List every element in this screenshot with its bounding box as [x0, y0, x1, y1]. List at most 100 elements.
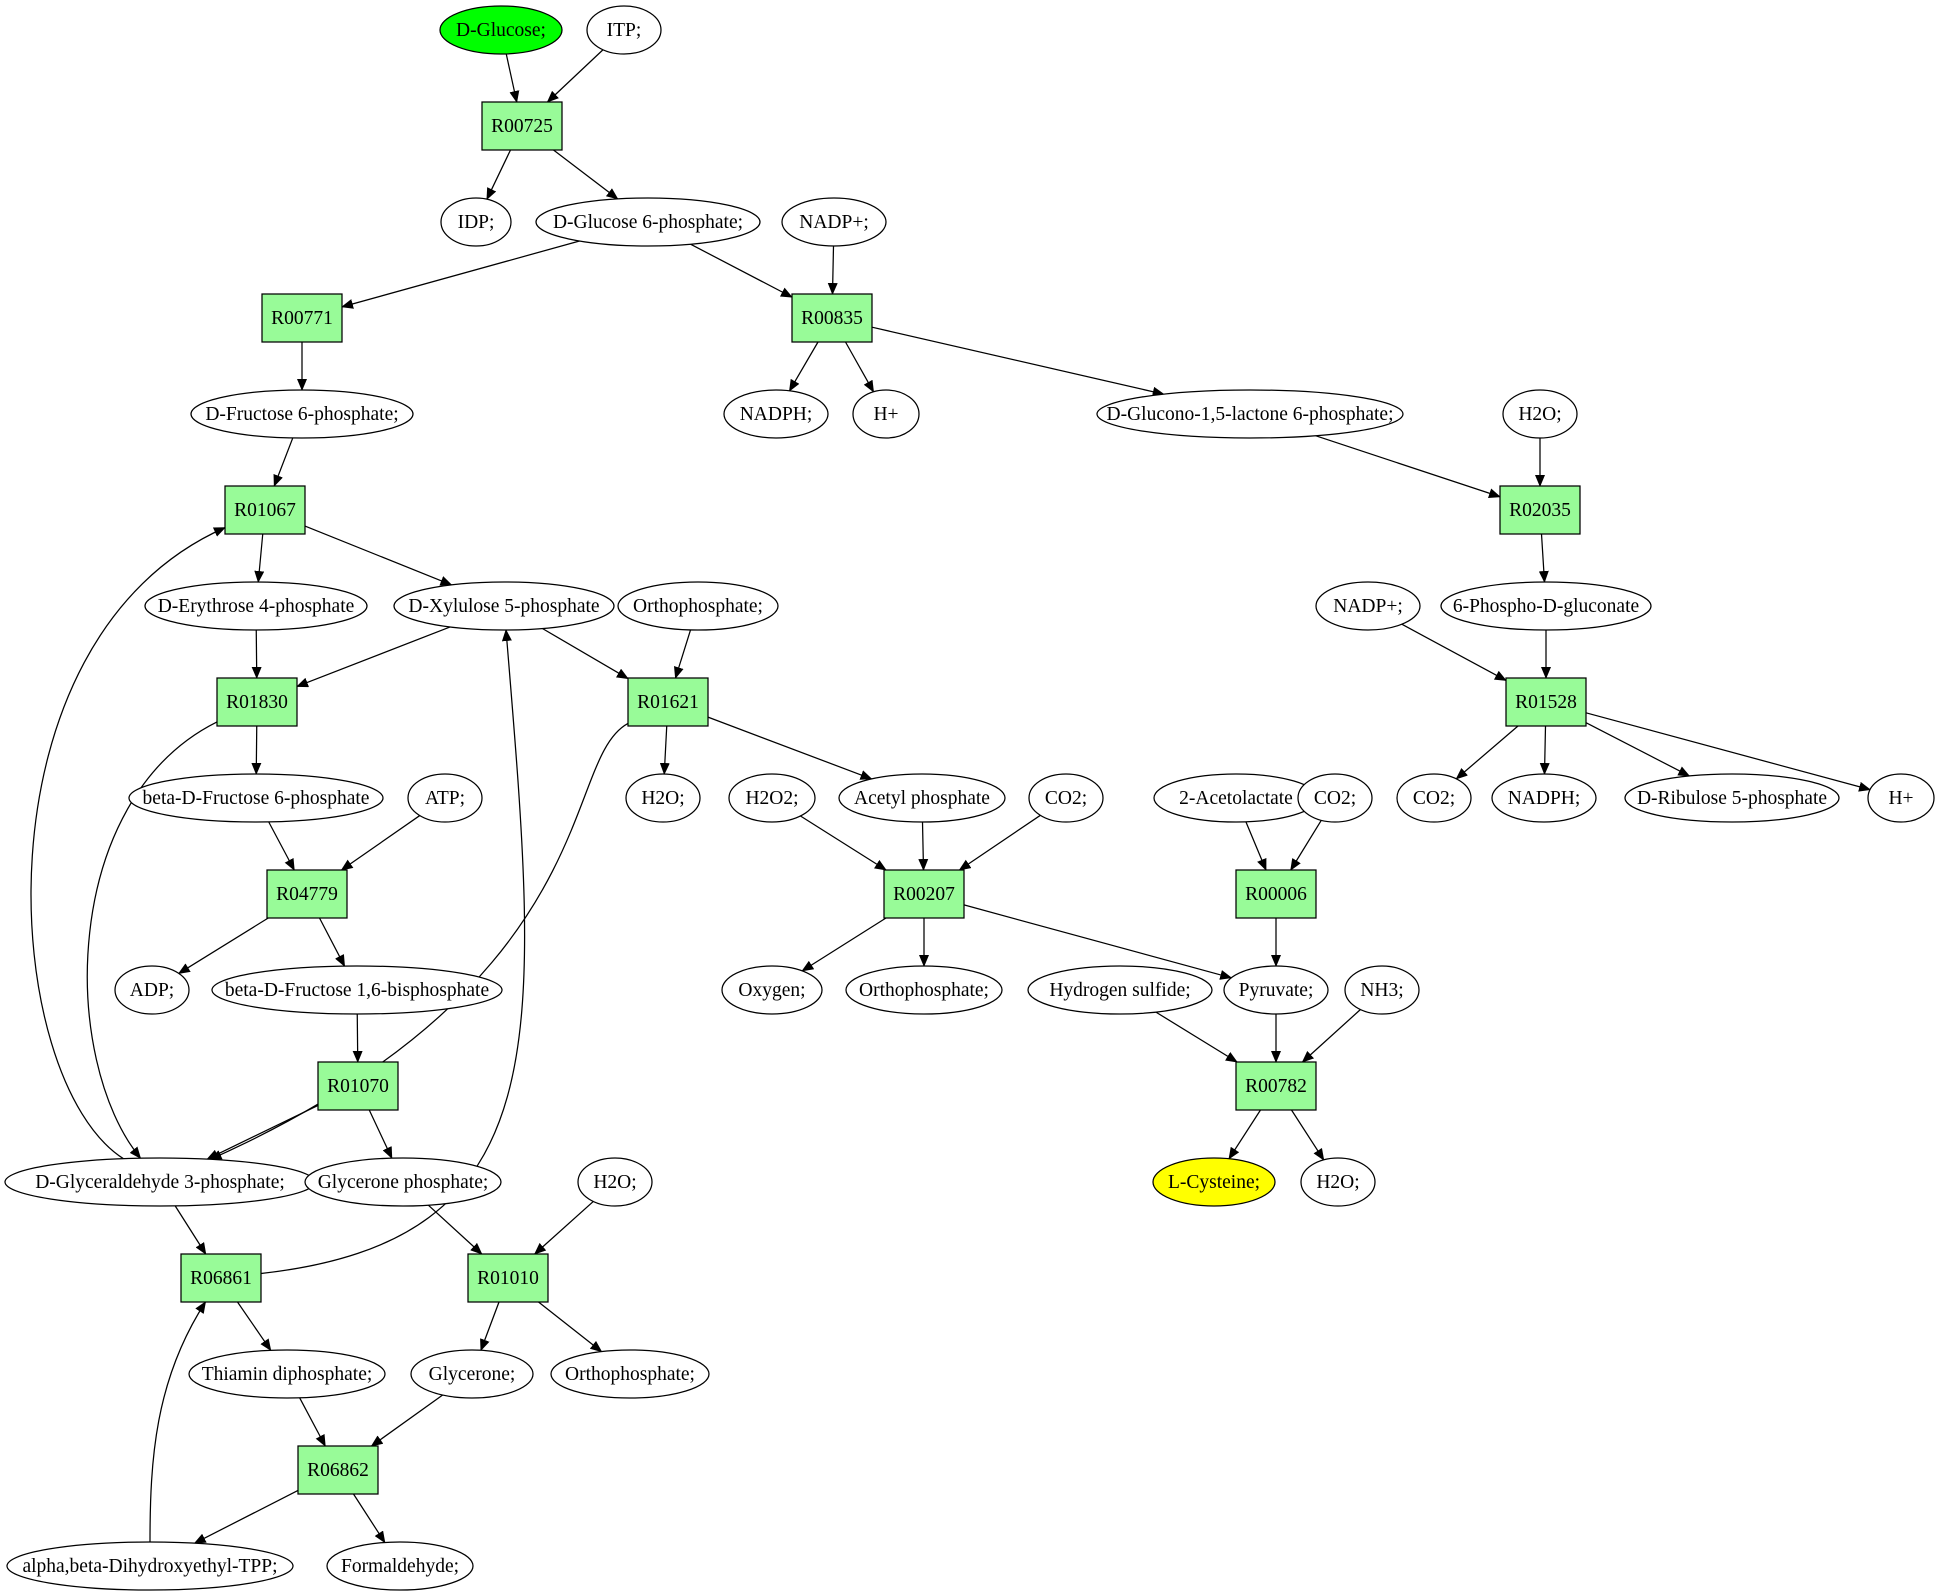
node-label: R02035 [1509, 500, 1571, 521]
compound-ellipse [550, 1349, 710, 1399]
compound-node-acp[interactable]: Acetyl phosphate [838, 773, 1006, 823]
compound-node-co2_b[interactable]: CO2; [1297, 773, 1373, 823]
edge-atp-to-R04779 [340, 815, 421, 871]
reaction-node-R02035[interactable]: R02035 [1499, 485, 1581, 535]
compound-node-dhap[interactable]: Glycerone phosphate; [304, 1157, 502, 1207]
reaction-box [261, 293, 343, 343]
compound-ellipse [845, 965, 1003, 1015]
edge-R04779-to-fbp [318, 917, 346, 967]
compound-node-h2o_b[interactable]: H2O; [625, 773, 701, 823]
node-label: R01621 [637, 692, 699, 713]
compound-node-h2o2[interactable]: H2O2; [728, 773, 816, 823]
compound-ellipse [6, 1541, 294, 1591]
compound-node-pi1[interactable]: Orthophosphate; [617, 581, 779, 631]
reaction-node-R00782[interactable]: R00782 [1235, 1061, 1317, 1111]
compound-node-f6p[interactable]: D-Fructose 6-phosphate; [190, 389, 414, 439]
node-label: H2O; [641, 788, 684, 809]
compound-node-gap[interactable]: D-Glyceraldehyde 3-phosphate; [4, 1157, 316, 1207]
node-label: NADP+; [1333, 596, 1403, 617]
node-label: R00771 [271, 308, 333, 329]
edge-co2_b-to-R00006 [1290, 819, 1322, 871]
compound-node-tpp[interactable]: Thiamin diphosphate; [188, 1349, 386, 1399]
compound-node-fbp[interactable]: beta-D-Fructose 1,6-bisphosphate [211, 965, 503, 1015]
edge-h2o_c-to-R01010 [534, 1200, 594, 1255]
compound-node-nh3[interactable]: NH3; [1344, 965, 1420, 1015]
compound-node-itp[interactable]: ITP; [586, 5, 662, 55]
edge-e4p-to-R01830 [251, 629, 262, 679]
compound-node-glc[interactable]: D-Glucose; [439, 5, 563, 55]
edge-R00782-to-h2o_d [1290, 1109, 1325, 1161]
reaction-node-R06861[interactable]: R06861 [180, 1253, 262, 1303]
edge-R06861-to-x5p [260, 628, 526, 1275]
edge-R00207-to-oxygen [801, 917, 887, 972]
compound-node-nadph2[interactable]: NADPH; [1491, 773, 1597, 823]
compound-node-co2_c[interactable]: CO2; [1396, 773, 1472, 823]
reaction-node-R01830[interactable]: R01830 [216, 677, 298, 727]
compound-node-g6p[interactable]: D-Glucose 6-phosphate; [535, 197, 761, 247]
compound-node-adp[interactable]: ADP; [114, 965, 190, 1015]
compound-node-pgluc[interactable]: 6-Phospho-D-gluconate [1440, 581, 1652, 631]
compound-node-atp[interactable]: ATP; [407, 773, 483, 823]
node-label: Orthophosphate; [859, 980, 989, 1001]
node-label: Acetyl phosphate [854, 788, 990, 809]
compound-node-nadp2[interactable]: NADP+; [1315, 581, 1421, 631]
compound-node-bf6p[interactable]: beta-D-Fructose 6-phosphate [128, 773, 384, 823]
edge-R00207-to-pyr [963, 904, 1233, 980]
reaction-node-R01010[interactable]: R01010 [467, 1253, 549, 1303]
compound-node-glycerone[interactable]: Glycerone; [410, 1349, 534, 1399]
compound-node-nadph1[interactable]: NADPH; [723, 389, 829, 439]
compound-node-e4p[interactable]: D-Erythrose 4-phosphate [144, 581, 368, 631]
compound-node-nadp1[interactable]: NADP+; [781, 197, 887, 247]
edge-R00835-to-glucono [871, 326, 1165, 397]
reaction-box [224, 485, 306, 535]
node-label: 2-Acetolactate [1179, 788, 1293, 809]
compound-node-pyr[interactable]: Pyruvate; [1223, 965, 1329, 1015]
compound-node-hplus1[interactable]: H+ [852, 389, 920, 439]
reaction-node-R06862[interactable]: R06862 [297, 1445, 379, 1495]
edge-bf6p-to-R04779 [268, 821, 295, 871]
edge-fbp-to-R01070 [352, 1013, 363, 1063]
compound-node-cys[interactable]: L-Cysteine; [1152, 1157, 1276, 1207]
compound-node-acetolac[interactable]: 2-Acetolactate [1153, 773, 1319, 823]
edge-tpp-to-R06862 [299, 1397, 326, 1447]
compound-node-hplus2[interactable]: H+ [1867, 773, 1935, 823]
compound-node-pi3[interactable]: Orthophosphate; [550, 1349, 710, 1399]
reaction-node-R00725[interactable]: R00725 [481, 101, 563, 151]
reaction-node-R01070[interactable]: R01070 [317, 1061, 399, 1111]
reaction-node-R00835[interactable]: R00835 [791, 293, 873, 343]
compound-node-h2o_a[interactable]: H2O; [1502, 389, 1578, 439]
compound-node-co2_a[interactable]: CO2; [1028, 773, 1104, 823]
reaction-node-R01528[interactable]: R01528 [1505, 677, 1587, 727]
reaction-box [627, 677, 709, 727]
reaction-node-R04779[interactable]: R04779 [266, 869, 348, 919]
node-label: Glycerone phosphate; [318, 1172, 489, 1193]
compound-node-x5p[interactable]: D-Xylulose 5-phosphate [393, 581, 615, 631]
compound-ellipse [1396, 773, 1472, 823]
node-label: D-Glucono-1,5-lactone 6-phosphate; [1107, 404, 1394, 425]
reaction-node-R00006[interactable]: R00006 [1235, 869, 1317, 919]
node-label: H+ [1888, 788, 1913, 809]
reaction-box [266, 869, 348, 919]
node-label: H2O; [1518, 404, 1561, 425]
compound-node-glucono[interactable]: D-Glucono-1,5-lactone 6-phosphate; [1096, 389, 1404, 439]
reaction-node-R01621[interactable]: R01621 [627, 677, 709, 727]
compound-node-idp[interactable]: IDP; [440, 197, 512, 247]
edge-f6p-to-R01067 [273, 437, 294, 487]
reaction-node-R01067[interactable]: R01067 [224, 485, 306, 535]
reaction-node-R00207[interactable]: R00207 [883, 869, 965, 919]
node-label: R00207 [893, 884, 955, 905]
compound-node-h2o_d[interactable]: H2O; [1300, 1157, 1376, 1207]
compound-node-ru5p[interactable]: D-Ribulose 5-phosphate [1624, 773, 1840, 823]
compound-node-pi2[interactable]: Orthophosphate; [845, 965, 1003, 1015]
compound-node-h2o_c[interactable]: H2O; [577, 1157, 653, 1207]
compound-node-hcho[interactable]: Formaldehyde; [326, 1541, 474, 1591]
edge-R01528-to-co2_c [1455, 725, 1519, 780]
reaction-box [317, 1061, 399, 1111]
edge-g6p-to-R00771 [341, 240, 580, 309]
compound-node-oxygen[interactable]: Oxygen; [721, 965, 823, 1015]
reaction-node-R00771[interactable]: R00771 [261, 293, 343, 343]
edge-pi1-to-R01621 [674, 629, 692, 679]
compound-node-h2s[interactable]: Hydrogen sulfide; [1027, 965, 1213, 1015]
compound-node-dhetpp[interactable]: alpha,beta-Dihydroxyethyl-TPP; [6, 1541, 294, 1591]
